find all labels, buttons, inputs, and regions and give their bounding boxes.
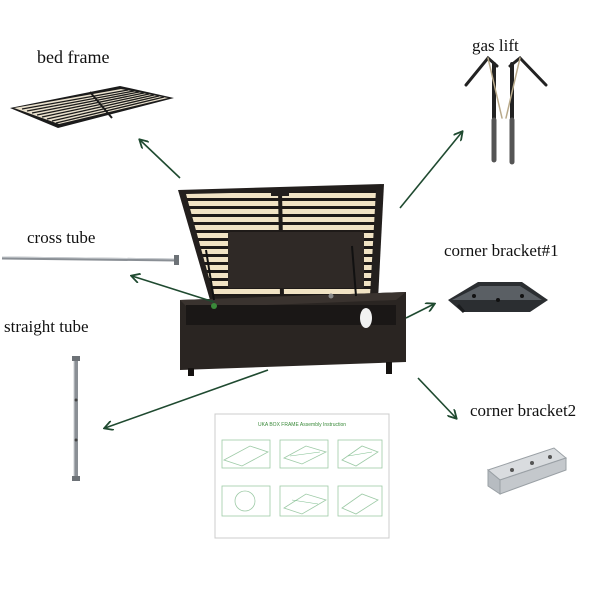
instruction-sheet-title: UKA BOX FRAME Assembly Instruction bbox=[258, 422, 346, 428]
storage-bed bbox=[178, 184, 406, 376]
arrow-to-gas-lift bbox=[399, 132, 462, 209]
arrow-to-straight-tube bbox=[105, 369, 269, 428]
arrow-to-corner-bracket-1 bbox=[405, 304, 434, 319]
pointer-arrows bbox=[105, 132, 462, 428]
arrow-to-bed-frame bbox=[140, 140, 181, 179]
label-corner-bracket-2: corner bracket2 bbox=[470, 401, 577, 420]
arrow-to-corner-bracket-2 bbox=[417, 377, 456, 418]
corner-bracket-1-part bbox=[448, 282, 548, 313]
label-straight-tube: straight tube bbox=[4, 317, 89, 336]
arrow-to-cross-tube bbox=[132, 276, 215, 303]
label-gas-lift: gas lift bbox=[472, 36, 519, 55]
corner-bracket-2-part bbox=[486, 447, 568, 495]
label-bed-frame: bed frame bbox=[37, 47, 110, 67]
gas-lift-struts bbox=[464, 55, 548, 165]
instruction-sheet: UKA BOX FRAME Assembly Instruction bbox=[214, 413, 390, 539]
cross-tube-part bbox=[1, 255, 179, 265]
bed-frame-slat-base bbox=[10, 86, 174, 128]
straight-tube-part bbox=[72, 356, 80, 481]
label-corner-bracket-1: corner bracket#1 bbox=[444, 241, 559, 260]
label-cross-tube: cross tube bbox=[27, 228, 96, 247]
